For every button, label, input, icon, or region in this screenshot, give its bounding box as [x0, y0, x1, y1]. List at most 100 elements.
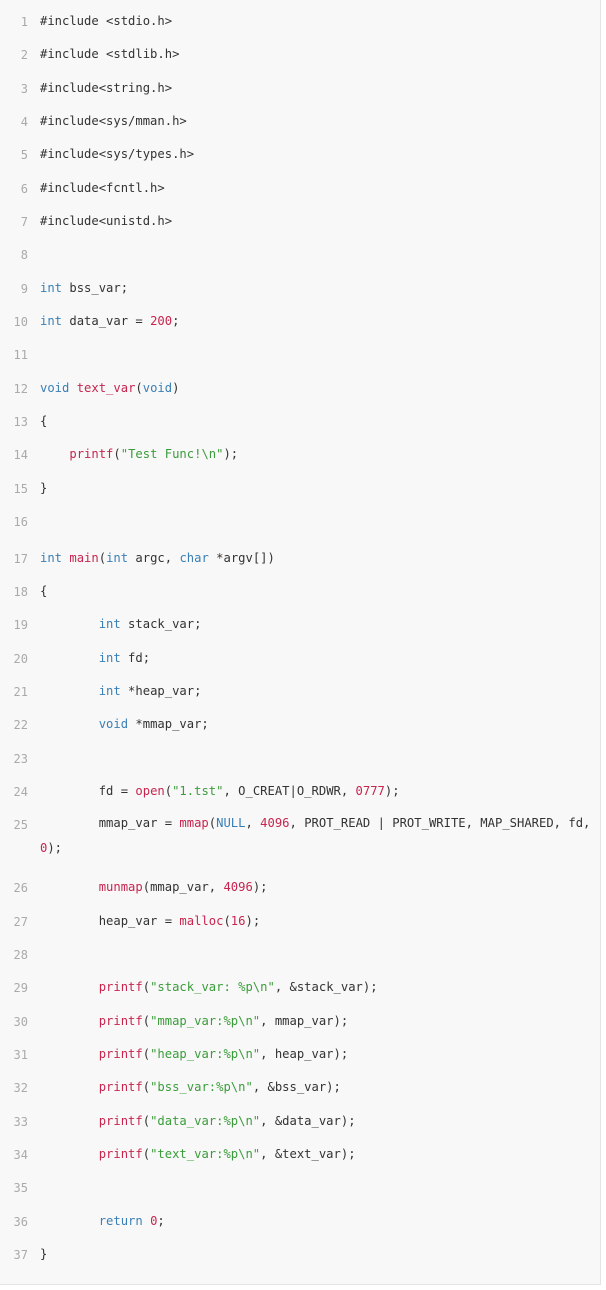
line-number: 11 — [13, 348, 28, 362]
line-number: 10 — [13, 315, 28, 329]
line-number: 14 — [13, 448, 28, 462]
line-number: 9 — [20, 282, 28, 296]
line-number: 6 — [20, 182, 28, 196]
code-text: } — [40, 1247, 48, 1261]
code-text: int data_var = 200; — [40, 314, 180, 328]
code-line: 23 — [0, 742, 601, 775]
code-text: void text_var(void) — [40, 381, 180, 395]
code-line: 29 printf("stack_var: %p\n", &stack_var)… — [0, 971, 601, 1004]
code-line: 11 — [0, 338, 601, 371]
code-text: heap_var = malloc(16); — [40, 914, 261, 928]
line-number: 7 — [20, 215, 28, 229]
line-number: 1 — [20, 15, 28, 29]
code-line: 8 — [0, 238, 601, 271]
code-text: printf("bss_var:%p\n", &bss_var); — [98, 1080, 341, 1094]
code-line: 9 int bss_var; — [0, 272, 601, 305]
code-line: 7 #include<unistd.h> — [0, 205, 601, 238]
code-line: 31 printf("heap_var:%p\n", heap_var); — [0, 1038, 601, 1071]
code-text: int stack_var; — [98, 617, 202, 631]
code-line: 1 #include <stdio.h> — [0, 5, 601, 38]
line-number: 23 — [13, 752, 28, 766]
code-line: 24 fd = open("1.tst", O_CREAT|O_RDWR, 07… — [0, 775, 601, 808]
code-line: 25 mmap_var = mmap(NULL, 4096, PROT_READ… — [0, 808, 601, 868]
code-text: printf("Test Func!\n"); — [69, 447, 239, 461]
code-text: { — [40, 414, 48, 428]
code-line: 28 — [0, 938, 601, 971]
code-line: 19 int stack_var; — [0, 608, 601, 641]
line-number: 33 — [13, 1115, 28, 1129]
code-line: 20 int fd; — [0, 642, 601, 675]
code-text: fd = open("1.tst", O_CREAT|O_RDWR, 0777)… — [40, 784, 400, 798]
line-number: 37 — [13, 1248, 28, 1262]
line-number: 20 — [13, 652, 28, 666]
code-text: #include<sys/mman.h> — [40, 114, 187, 128]
code-text: return 0; — [98, 1214, 165, 1228]
code-line: 32 printf("bss_var:%p\n", &bss_var); — [0, 1071, 601, 1104]
line-number: 32 — [13, 1081, 28, 1095]
code-text: printf("heap_var:%p\n", heap_var); — [98, 1047, 349, 1061]
line-number: 19 — [13, 618, 28, 632]
code-line: 17 int main(int argc, char *argv[]) — [0, 542, 601, 575]
code-text: printf("stack_var: %p\n", &stack_var); — [98, 980, 378, 994]
code-text: int fd; — [98, 651, 151, 665]
line-number: 25 — [13, 818, 28, 832]
code-line: 37} — [0, 1238, 601, 1271]
line-number: 16 — [13, 515, 28, 529]
code-line: 4 #include<sys/mman.h> — [0, 105, 601, 138]
line-number: 5 — [20, 148, 28, 162]
line-number: 28 — [13, 948, 28, 962]
line-number: 26 — [13, 881, 28, 895]
line-number: 27 — [13, 915, 28, 929]
code-line: 35 — [0, 1171, 601, 1204]
line-number: 8 — [20, 248, 28, 262]
code-line: 12 void text_var(void) — [0, 372, 601, 405]
code-line: 33 printf("data_var:%p\n", &data_var); — [0, 1105, 601, 1138]
line-number: 30 — [13, 1015, 28, 1029]
code-text: #include <stdio.h> — [40, 14, 173, 28]
code-text: void *mmap_var; — [98, 717, 209, 731]
line-number: 3 — [20, 82, 28, 96]
code-text: int main(int argc, char *argv[]) — [40, 551, 275, 565]
line-number: 22 — [13, 718, 28, 732]
code-text: printf("mmap_var:%p\n", mmap_var); — [98, 1014, 349, 1028]
code-text: #include<unistd.h> — [40, 214, 173, 228]
code-line: 6 #include<fcntl.h> — [0, 172, 601, 205]
code-text: #include<string.h> — [40, 81, 173, 95]
line-number: 35 — [13, 1181, 28, 1195]
code-line: 2 #include <stdlib.h> — [0, 38, 601, 71]
code-line: 36 return 0; — [0, 1205, 601, 1238]
line-number: 15 — [13, 482, 28, 496]
code-line: 13{ — [0, 405, 601, 438]
code-text: #include <stdlib.h> — [40, 47, 180, 61]
code-line: 18 { — [0, 575, 601, 608]
code-text: #include<fcntl.h> — [40, 181, 165, 195]
code-text: printf("text_var:%p\n", &text_var); — [98, 1147, 356, 1161]
line-number: 21 — [13, 685, 28, 699]
code-text: munmap(mmap_var, 4096); — [98, 880, 268, 894]
line-number: 31 — [13, 1048, 28, 1062]
code-text: #include<sys/types.h> — [40, 147, 195, 161]
code-line: 22 void *mmap_var; — [0, 708, 601, 741]
code-text: { — [40, 584, 48, 598]
line-number: 2 — [20, 48, 28, 62]
code-text: mmap_var = mmap(NULL, 4096, PROT_READ | … — [40, 816, 598, 855]
code-text: int *heap_var; — [98, 684, 202, 698]
line-number: 24 — [13, 785, 28, 799]
code-line: 30 printf("mmap_var:%p\n", mmap_var); — [0, 1005, 601, 1038]
line-number: 36 — [13, 1215, 28, 1229]
line-number: 12 — [13, 382, 28, 396]
code-text: int bss_var; — [40, 281, 129, 295]
code-text: } — [40, 481, 48, 495]
code-line: 10 int data_var = 200; — [0, 305, 601, 338]
line-number: 4 — [20, 115, 28, 129]
code-line: 26 munmap(mmap_var, 4096); — [0, 871, 601, 904]
line-number: 18 — [13, 585, 28, 599]
line-number: 17 — [13, 552, 28, 566]
code-line: 3 #include<string.h> — [0, 72, 601, 105]
code-line: 15} — [0, 472, 601, 505]
code-line: 27 heap_var = malloc(16); — [0, 905, 601, 938]
code-text: printf("data_var:%p\n", &data_var); — [98, 1114, 356, 1128]
code-line: 16 — [0, 505, 601, 538]
line-number: 34 — [13, 1148, 28, 1162]
